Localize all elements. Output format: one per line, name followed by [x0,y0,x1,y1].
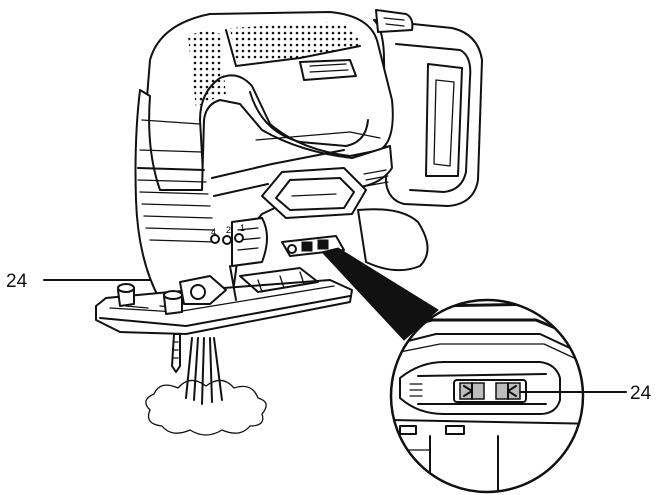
callout-label-left: 24 [6,271,28,292]
sawdust-cloud [145,337,267,436]
battery-pack [373,9,483,207]
scale-markings: 4 2 1 [211,223,245,237]
jigsaw-body [134,11,429,301]
callout-right: 24 [519,383,652,404]
scale-mark-2: 2 [226,225,231,235]
scale-mark-4: 4 [211,227,216,237]
callout-left: 24 [6,271,151,292]
scale-mark-1: 1 [240,223,245,233]
magnifier-cone [321,247,439,341]
callout-label-right: 24 [630,383,652,404]
base-plate [95,265,353,335]
magnified-detail [389,298,585,494]
blade [171,333,181,373]
